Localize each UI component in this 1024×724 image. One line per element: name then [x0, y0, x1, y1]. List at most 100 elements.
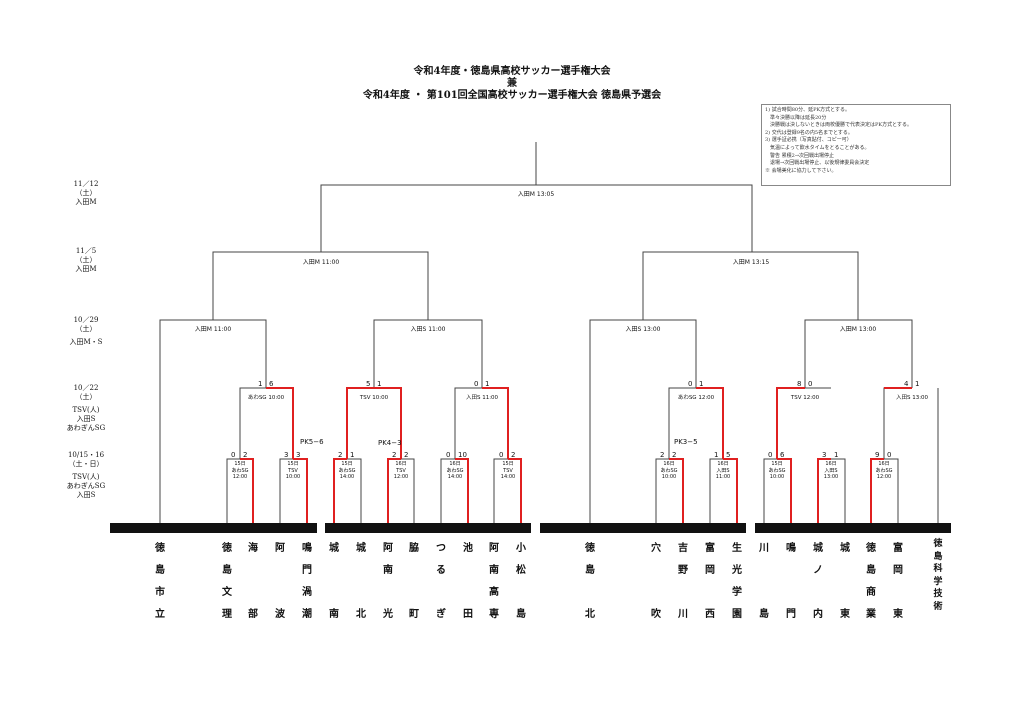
match-r3_e-score-left: 8: [797, 380, 802, 388]
match-r3_c-venue: 入田S 11:00: [465, 395, 499, 401]
match-r1_6-info: 15日: [502, 461, 514, 467]
match-r1_6-score-left: 0: [499, 451, 504, 459]
match-r3_d-score-left: 0: [688, 380, 693, 388]
team-name: 脇町: [409, 543, 419, 620]
round-label-final: 11／12（土）入田M: [73, 180, 99, 206]
match-r3_e-score-right: 0: [808, 380, 813, 388]
match-r1_8-score-left: 1: [714, 451, 719, 459]
team-name: 阿南光: [383, 543, 393, 620]
team-name: 城東: [840, 543, 850, 620]
match-r1_3-info: 14:00: [339, 474, 355, 480]
team-name: 川島: [759, 543, 769, 620]
match-r1_7-score-left: 2: [660, 451, 665, 459]
match-r1_8-info: 11:00: [715, 474, 731, 480]
match-r1_11-info: 12:00: [876, 474, 892, 480]
match-semi-right-label: 入田M 13:15: [732, 259, 770, 266]
pk-result-3: PK3−5: [674, 438, 698, 446]
match-r1_11-score-right: 0: [887, 451, 892, 459]
match-r1_3-score-left: 2: [338, 451, 343, 459]
match-r1_2-info: TSV: [288, 467, 298, 474]
match-qf4-label: 入田M 13:00: [839, 326, 877, 333]
pk-result-2: PK4−3: [378, 439, 402, 447]
match-r1_4-score-left: 2: [392, 451, 397, 459]
team-name: 穴吹: [651, 543, 661, 620]
match-r1_3-score-right: 1: [350, 451, 355, 459]
match-r1_8-info: 16日: [717, 461, 729, 467]
match-r1_1-info: あわSG: [231, 467, 249, 474]
team-bar-block-4: [755, 523, 951, 533]
match-r1_9-score-right: 6: [780, 451, 785, 459]
team-name: 徳島商業: [866, 543, 876, 620]
match-r1_10-info: 13:00: [823, 474, 839, 480]
team-bar-block-3: [540, 523, 746, 533]
match-r1_10-score-left: 3: [822, 451, 827, 459]
match-r1_8-info: 入田S: [716, 467, 730, 474]
match-r1_1-score-left: 0: [231, 451, 236, 459]
match-qf2-label: 入田S 11:00: [410, 326, 446, 333]
note-line: ※ 会場美化に協力して下さい。: [765, 167, 837, 174]
match-r3_b-score-right: 1: [377, 380, 382, 388]
round-label-qf: 10／29（土）入田M・S: [69, 316, 103, 346]
match-r1_1-info: 12:00: [232, 474, 248, 480]
match-r1_5-info: 14:00: [447, 474, 463, 480]
match-r1_6-info: TSV: [503, 467, 513, 474]
match-qf3-label: 入田S 13:00: [625, 326, 661, 333]
match-r1_3-info: あわSG: [338, 467, 356, 474]
note-line: 退場→次回戦出場停止、以後規律委員会決定: [765, 160, 870, 167]
match-r3_b-score-left: 5: [366, 380, 371, 388]
team-name: 徳島文理: [222, 543, 232, 620]
team-name: 城ノ内: [813, 543, 823, 620]
match-r1_10-score-right: 1: [834, 451, 839, 459]
team-name: 阿南高専: [489, 543, 499, 620]
match-r1_5-info: あわSG: [446, 467, 464, 474]
note-line: 決勝戦は決しないときは両校優勝で代表決定はPK方式とする。: [765, 122, 912, 129]
match-r1_1-info: 15日: [234, 461, 246, 467]
match-r1_7-score-right: 2: [672, 451, 677, 459]
match-r3_c-score-right: 1: [485, 380, 490, 388]
match-r3_d-venue: あわSG 12:00: [677, 395, 715, 401]
team-name: 城南: [329, 543, 339, 620]
match-r1_2-info: 15日: [287, 461, 299, 467]
match-r1_6-score-right: 2: [511, 451, 516, 459]
note-line: 警告 累積2→次回戦出場停止: [765, 152, 834, 159]
match-r1_11-info: 16日: [878, 461, 890, 467]
match-r3_b-venue: TSV 10:00: [359, 395, 389, 401]
match-r3_c-score-left: 0: [474, 380, 479, 388]
team-name: 鳴門: [786, 543, 796, 620]
match-r3_e-venue: TSV 12:00: [790, 395, 820, 401]
team-name: 吉野川: [678, 543, 688, 620]
match-r1_11-score-left: 9: [875, 451, 880, 459]
team-name: 生光学園: [732, 543, 742, 620]
match-r1_4-info: 12:00: [393, 474, 409, 480]
match-r1_9-info: 10:00: [769, 474, 785, 480]
match-r3_d-score-right: 1: [699, 380, 704, 388]
match-r1_9-score-left: 0: [768, 451, 773, 459]
match-r3_f-score-right: 1: [915, 380, 920, 388]
match-r1_4-info: 16日: [395, 461, 407, 467]
title-line-3: 令和4年度 ・ 第101回全国高校サッカー選手権大会 徳島県予選会: [362, 90, 662, 101]
match-semi-left-label: 入田M 11:00: [302, 259, 340, 266]
team-name: 阿波: [275, 543, 285, 620]
team-name: 城北: [356, 543, 366, 620]
team-bar-block-1: [110, 523, 317, 533]
match-r1_2-score-left: 3: [284, 451, 289, 459]
match-r1_1-score-right: 2: [243, 451, 248, 459]
match-final-label: 入田M 13:05: [517, 191, 555, 198]
team-name: 富岡西: [705, 543, 715, 620]
match-r1_8-score-right: 5: [726, 451, 731, 459]
match-r1_9-info: 15日: [771, 461, 783, 467]
match-r1_7-info: あわSG: [660, 467, 678, 474]
match-r3_a-score-right: 6: [269, 380, 274, 388]
team-name: 徳島市立: [155, 543, 165, 620]
title-line-1: 令和4年度・徳島県高校サッカー選手権大会: [413, 66, 611, 77]
note-line: 3) 選手証必携（写真貼付、コピー可）: [765, 137, 852, 144]
team-name: 徳島科学技術: [933, 539, 943, 612]
match-r3_f-venue: 入田S 13:00: [895, 395, 929, 401]
note-line: 2) 交代は登録9名の内5名までとする。: [765, 129, 853, 136]
team-name: 鳴門渦潮: [302, 543, 312, 620]
match-r1_9-info: あわSG: [768, 467, 786, 474]
team-name: 富岡東: [893, 543, 903, 620]
